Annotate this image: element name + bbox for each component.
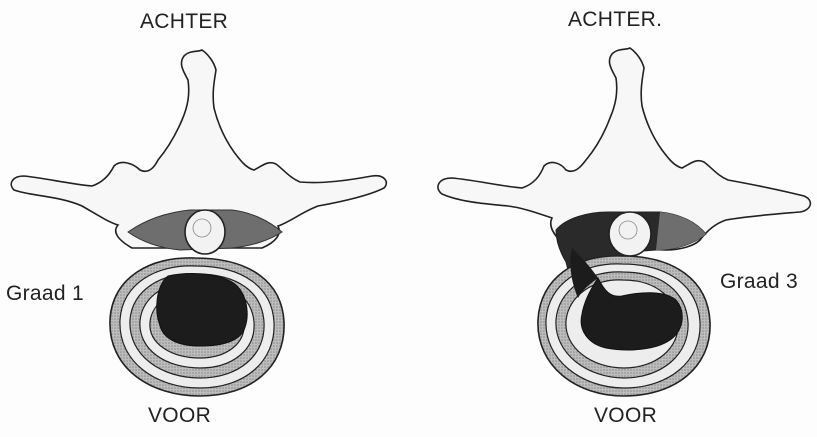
label-grade-left: Graad 1 [6,282,84,306]
label-grade-right: Graad 3 [720,270,798,294]
nucleus-left [157,274,247,346]
vertebra-left [11,50,386,396]
label-front-right: VOOR [594,404,657,428]
label-back-right: ACHTER. [568,8,662,32]
label-back-left: ACHTER [140,10,228,34]
label-front-left: VOOR [148,404,211,428]
vertebra-right [438,48,810,396]
spinal-cord-left [185,210,225,254]
spinal-cord-right [609,212,651,256]
